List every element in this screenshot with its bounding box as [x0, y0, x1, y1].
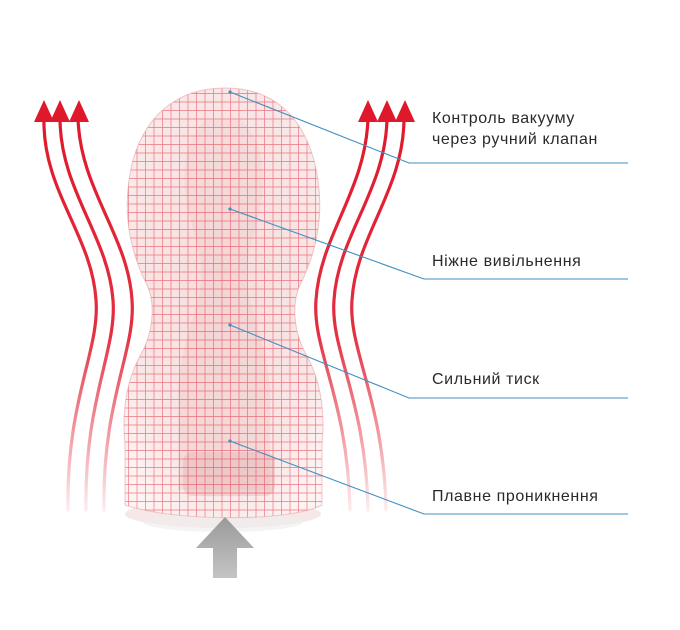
left-flow-arrows [42, 116, 134, 512]
up-arrow-icon [377, 100, 397, 122]
right-flow-arrow-1 [314, 116, 370, 512]
callout-vacuum-line-2: через ручний клапан [432, 131, 598, 148]
left-arrowheads [34, 100, 89, 122]
callout-pressure-line-1: Сильний тиск [432, 371, 540, 388]
left-flow-arrow-1 [42, 116, 98, 512]
callout-smooth-penetration: Плавне проникнення [432, 486, 599, 507]
up-arrow-icon [395, 100, 415, 122]
inner-core [183, 452, 275, 496]
up-arrow-icon [34, 100, 54, 122]
callout-leader-vacuum [229, 91, 628, 164]
insert-arrow [196, 517, 254, 578]
callout-penetration-line-1: Плавне проникнення [432, 488, 599, 505]
callout-dots [228, 90, 232, 443]
callout-leader-pressure [229, 324, 628, 399]
callout-leaders [229, 91, 628, 515]
right-flow-arrows [314, 116, 406, 512]
up-arrow-icon [50, 100, 70, 122]
mesh-grid [123, 88, 324, 518]
right-flow-arrow-2 [332, 116, 389, 512]
left-flow-arrow-3 [76, 116, 134, 512]
callout-vacuum-line-1: Контроль вакууму [432, 110, 575, 127]
callout-strong-pressure: Сильний тиск [432, 369, 540, 390]
up-arrow-icon [69, 100, 89, 122]
callout-release-line-1: Ніжне вивільнення [432, 253, 582, 270]
callout-gentle-release: Ніжне вивільнення [432, 251, 581, 272]
right-flow-arrow-3 [350, 116, 406, 512]
left-flow-arrow-2 [58, 116, 115, 512]
up-arrow-icon [358, 100, 378, 122]
up-arrow-icon [196, 517, 254, 578]
callout-vacuum-control: Контроль вакууму через ручний клапан [432, 108, 598, 150]
callout-leader-penetration [229, 440, 628, 515]
product-body [123, 87, 324, 519]
right-arrowheads [358, 100, 415, 122]
callout-leader-release [229, 208, 628, 280]
